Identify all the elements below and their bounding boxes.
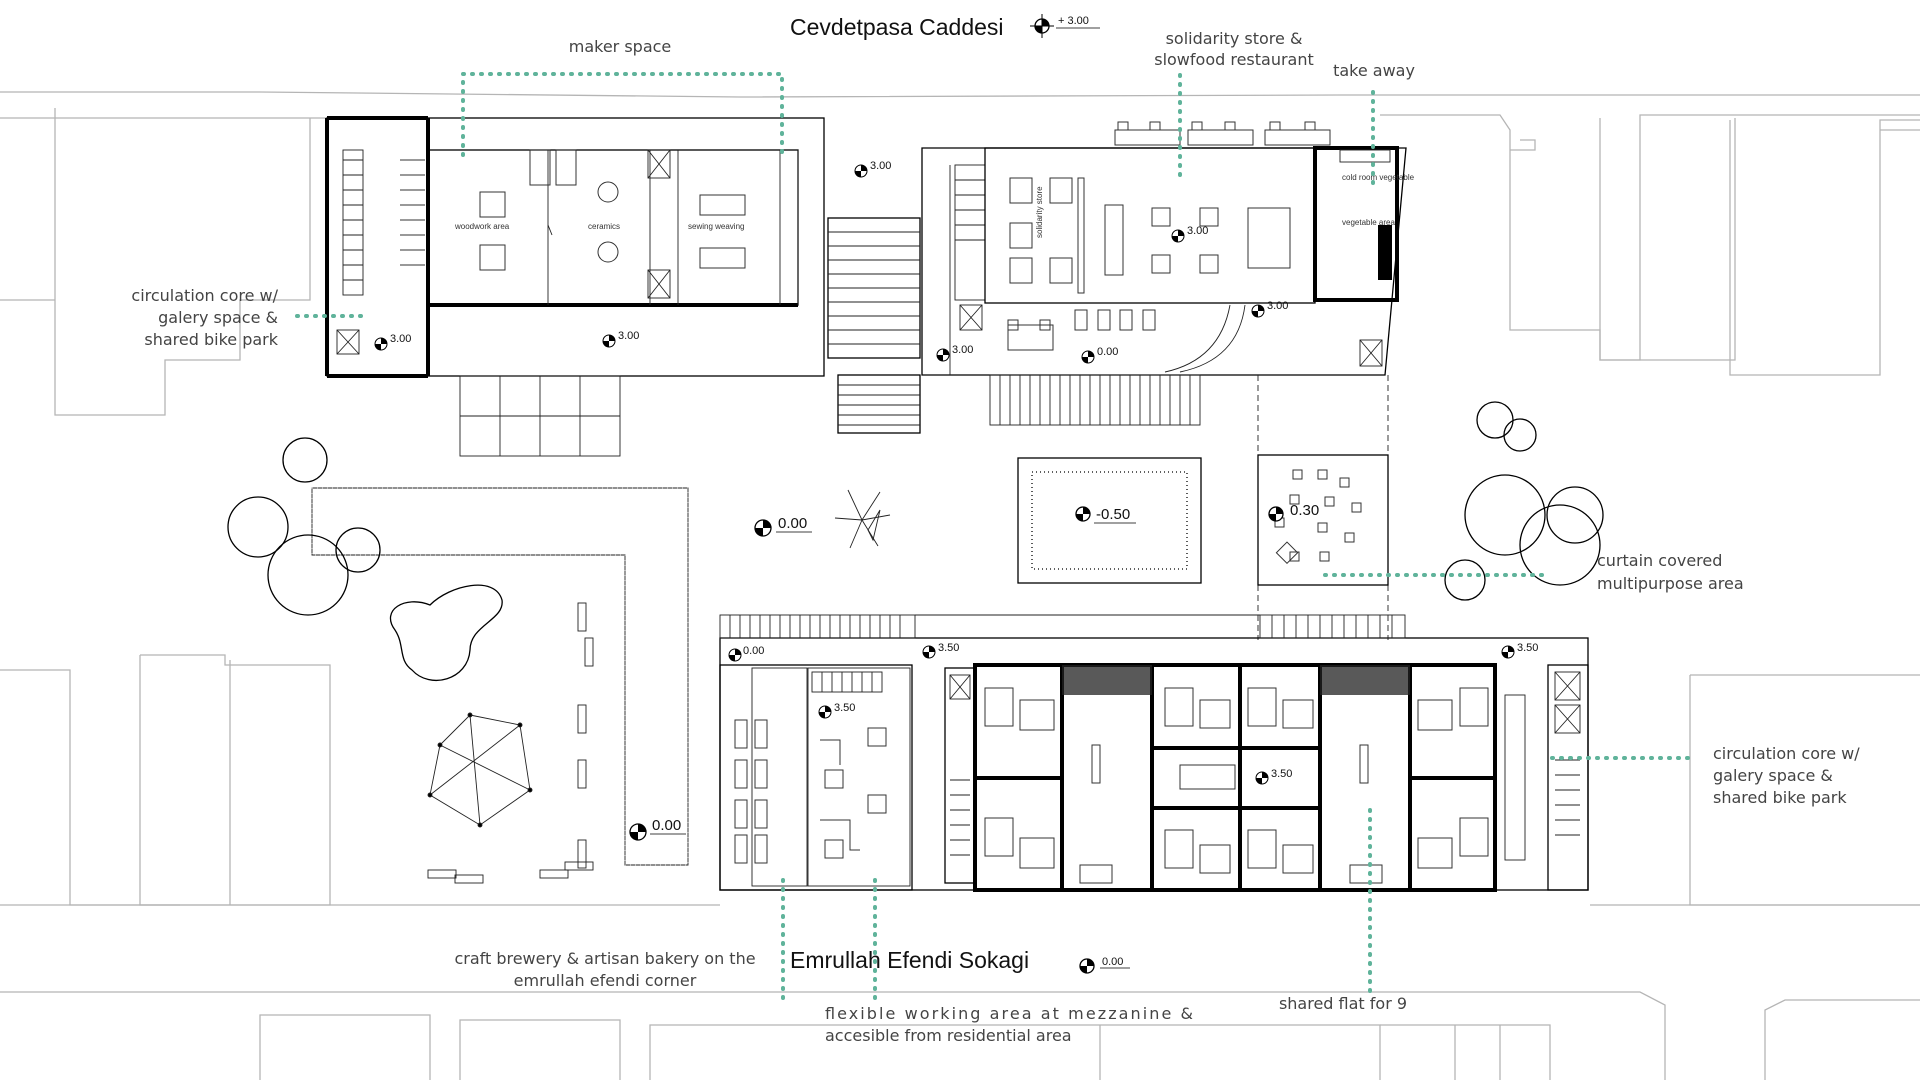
label-circulation-east-line1: circulation core w/ <box>1713 744 1860 763</box>
label-take-away: take away <box>1333 61 1415 80</box>
svg-text:3.00: 3.00 <box>618 330 639 342</box>
svg-text:0.00: 0.00 <box>652 817 681 834</box>
level-marker-pool: -0.50 <box>1075 506 1136 524</box>
svg-text:0.00: 0.00 <box>1097 346 1118 358</box>
level-marker-bakery: 0.00 <box>728 645 764 662</box>
level-marker-stair-top: 3.00 <box>854 160 891 178</box>
label-circulation-east-line3: shared bike park <box>1713 788 1847 807</box>
trees <box>227 401 1604 616</box>
svg-text:3.00: 3.00 <box>952 344 973 356</box>
annotation-leaders <box>295 72 1697 1005</box>
svg-text:0.00: 0.00 <box>778 515 807 532</box>
svg-text:0.00: 0.00 <box>743 645 764 657</box>
svg-text:3.50: 3.50 <box>834 702 855 714</box>
label-circulation-west-line2: galery space & <box>158 308 278 327</box>
svg-text:0.30: 0.30 <box>1290 502 1319 519</box>
label-shared-flat: shared flat for 9 <box>1279 994 1407 1013</box>
label-maker-space: maker space <box>569 37 672 56</box>
street-name-north: Cevdetpasa Caddesi <box>790 14 1004 40</box>
svg-text:-0.50: -0.50 <box>1096 506 1130 523</box>
svg-text:3.50: 3.50 <box>938 642 959 654</box>
central-stair <box>827 217 921 434</box>
level-marker-takeaway: 3.00 <box>1251 300 1288 318</box>
maker-space-building: woodwork area ceramics sewing weaving <box>325 116 825 457</box>
room-label-vegetable: vegetable area <box>1342 218 1395 227</box>
room-label-sewing: sewing weaving <box>688 222 744 231</box>
svg-text:3.00: 3.00 <box>1187 225 1208 237</box>
room-label-cold: cold room vegetable <box>1342 173 1415 182</box>
level-marker-multipurpose: 0.30 <box>1268 502 1319 522</box>
room-label-ceramics: ceramics <box>588 222 620 231</box>
svg-text:3.00: 3.00 <box>390 333 411 345</box>
label-curtain-line2: multipurpose area <box>1597 574 1744 593</box>
level-marker-flex-work: 3.50 <box>818 702 855 719</box>
street-name-south: Emrullah Efendi Sokagi <box>790 947 1029 973</box>
level-marker-plaza: 0.00 <box>754 515 812 537</box>
level-marker-north-street: + 3.00 <box>1030 14 1100 38</box>
level-marker-maker-hall: 3.00 <box>602 330 639 348</box>
level-marker-store-mid: 0.00 <box>1081 346 1118 364</box>
level-marker-maker-core: 3.00 <box>374 333 411 351</box>
level-marker-store-core: 3.00 <box>936 344 973 362</box>
svg-text:3.00: 3.00 <box>1267 300 1288 312</box>
svg-text:3.50: 3.50 <box>1517 642 1538 654</box>
label-brewery-line2: emrullah efendi corner <box>514 971 697 990</box>
courtyard <box>311 375 1389 884</box>
label-circulation-east-line2: galery space & <box>1713 766 1833 785</box>
solidarity-store-building: solidarity store cold room vegetable veg… <box>921 121 1415 426</box>
room-label-store: solidarity store <box>1035 186 1044 238</box>
svg-text:3.00: 3.00 <box>870 160 891 172</box>
level-marker-res-center: 3.50 <box>1255 768 1292 785</box>
label-flex-line1: flexible working area at mezzanine & <box>825 1004 1193 1023</box>
svg-text:+ 3.00: + 3.00 <box>1058 15 1089 27</box>
label-brewery-line1: craft brewery & artisan bakery on the <box>454 949 755 968</box>
level-markers: + 3.00 3.00 3.00 3.00 3.00 0.00 <box>374 14 1538 974</box>
residential-building <box>719 614 1589 892</box>
label-circulation-west-line3: shared bike park <box>144 330 278 349</box>
label-circulation-west-line1: circulation core w/ <box>131 286 278 305</box>
level-marker-res-east: 3.50 <box>1501 642 1538 659</box>
label-curtain-line1: curtain covered <box>1597 551 1722 570</box>
level-marker-south-street: 0.00 <box>1079 956 1130 974</box>
svg-text:0.00: 0.00 <box>1102 956 1123 968</box>
svg-text:3.50: 3.50 <box>1271 768 1292 780</box>
level-marker-res-west: 3.50 <box>922 642 959 659</box>
room-label-woodwork: woodwork area <box>454 222 510 231</box>
label-solidarity-line2: slowfood restaurant <box>1154 50 1314 69</box>
context-buildings <box>0 91 1920 1080</box>
label-solidarity-line1: solidarity store & <box>1166 29 1303 48</box>
level-marker-store-center: 3.00 <box>1171 225 1208 243</box>
level-marker-park: 0.00 <box>629 817 686 841</box>
label-flex-line2: accesible from residential area <box>825 1026 1072 1045</box>
